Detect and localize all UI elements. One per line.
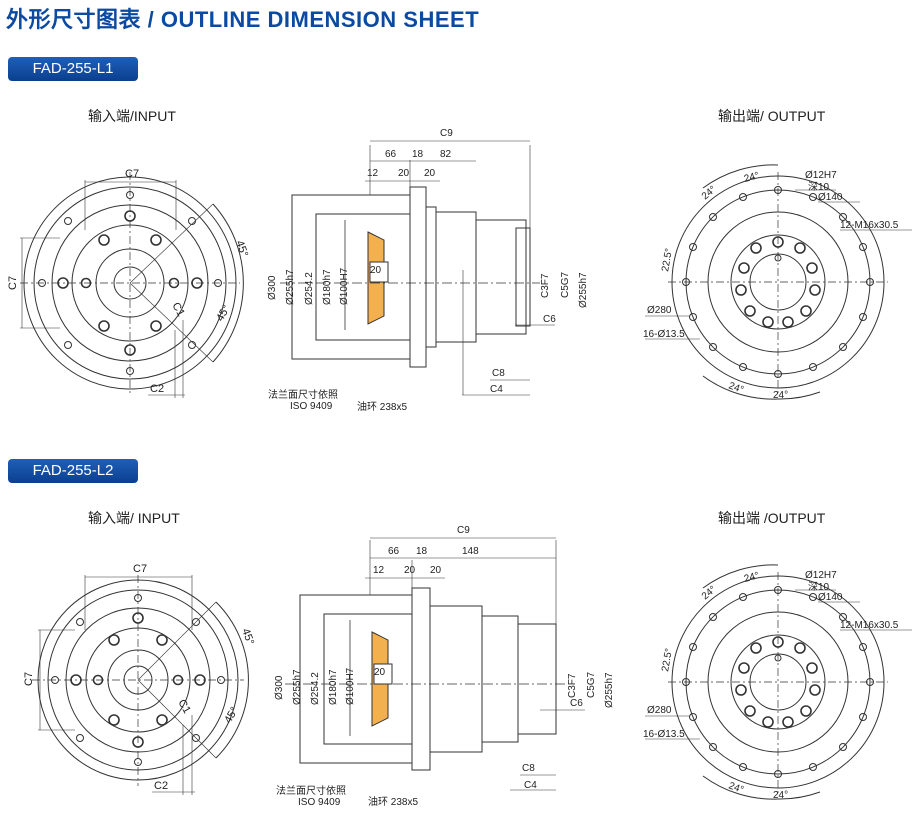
output-dims-l1: Ø12H7 深10 Ø140 12-M16x30.5 24° 24° 22.5°… — [643, 170, 899, 401]
dim-c3: C3F7 — [567, 673, 578, 698]
dim-c3: C3F7 — [540, 273, 551, 298]
dim-c4: C4 — [524, 780, 537, 791]
dim-d12h7: Ø12H7 — [805, 170, 837, 181]
page-title: 外形尺寸图表 / OUTLINE DIMENSION SHEET — [6, 7, 480, 32]
dim-a24-2: 24° — [743, 170, 760, 185]
dim-c8: C8 — [492, 368, 505, 379]
dim-d280: Ø280 — [647, 305, 672, 316]
dim-a24-2: 24° — [743, 570, 760, 585]
dim-c7-h: C7 — [125, 168, 139, 180]
dim-c6: C6 — [543, 314, 556, 325]
dim-a22: 22.5° — [660, 247, 675, 272]
dim-d12h7: Ø12H7 — [805, 570, 837, 581]
output-label-l1: 输出端/ OUTPUT — [718, 108, 826, 124]
dim-66: 66 — [388, 546, 400, 557]
dim-c2: C2 — [154, 780, 168, 792]
input-view-l2 — [32, 575, 249, 795]
dim-c8: C8 — [522, 763, 535, 774]
dim-18: 18 — [412, 149, 424, 160]
dim-c9: C9 — [457, 525, 470, 536]
input-label-l2: 输入端/ INPUT — [88, 510, 180, 526]
side-view-l1 — [280, 140, 555, 396]
model-badge-l1: FAD-255-L1 — [8, 57, 138, 81]
dim-c4: C4 — [490, 384, 503, 395]
dim-a24-3: 24° — [727, 780, 745, 796]
dim-angle-45: 45° — [233, 239, 250, 259]
output-dims-l2: Ø12H7 深10 Ø140 12-M16x30.5 24° 24° 22.5°… — [643, 570, 899, 801]
dim-a24-1: 24° — [700, 584, 719, 602]
dim-c7-v: C7 — [7, 276, 19, 290]
dim-c6: C6 — [570, 698, 583, 709]
dim-66: 66 — [385, 149, 397, 160]
dim-12: 12 — [367, 168, 379, 179]
dim-c5: C5G7 — [586, 671, 597, 698]
dim-c9: C9 — [440, 128, 453, 139]
dim-d280: Ø280 — [647, 705, 672, 716]
side-dims-l1: C9 66 18 82 12 20 20 20 Ø300 Ø255h7 Ø254… — [267, 128, 589, 413]
output-view-l2 — [645, 564, 912, 800]
input-view-l1 — [20, 172, 244, 398]
dim-d300: Ø300 — [267, 275, 278, 300]
dim-thread: 12-M16x30.5 — [840, 220, 899, 231]
dim-a24-4: 24° — [773, 390, 788, 401]
note-flange: 法兰面尺寸依照 — [276, 784, 346, 797]
dim-c2: C2 — [150, 383, 164, 395]
input-dims-l1: C7 C7 45° 45° C1 C2 — [7, 168, 250, 395]
dim-holes: 16-Ø13.5 — [643, 329, 685, 340]
dim-d180: Ø180h7 — [322, 269, 333, 305]
dim-20c: 20 — [374, 667, 386, 678]
input-label-l1: 输入端/INPUT — [88, 108, 176, 124]
note-oilring: 油环 238x5 — [368, 795, 418, 808]
dim-d100: Ø100H7 — [345, 667, 356, 705]
dim-d255h7b: Ø255h7 — [604, 672, 615, 708]
note-iso: ISO 9409 — [298, 797, 341, 808]
output-label-l2: 输出端 /OUTPUT — [718, 510, 826, 526]
dim-d100: Ø100H7 — [339, 267, 350, 305]
dim-d255h7: Ø255h7 — [285, 269, 296, 305]
output-view-l1 — [645, 164, 912, 400]
dim-20b: 20 — [430, 565, 442, 576]
dim-a22: 22.5° — [660, 647, 675, 672]
dim-c5: C5G7 — [560, 271, 571, 298]
side-view-l2 — [285, 537, 585, 791]
note-iso: ISO 9409 — [290, 401, 333, 412]
model-badge-l2: FAD-255-L2 — [8, 459, 138, 483]
dim-12: 12 — [373, 565, 385, 576]
note-flange: 法兰面尺寸依照 — [268, 388, 338, 401]
dim-82: 148 — [462, 546, 479, 557]
side-dims-l2: C9 66 18 148 12 20 20 20 Ø300 Ø255h7 Ø25… — [274, 525, 615, 808]
dim-a24-4: 24° — [773, 790, 788, 801]
dim-d300: Ø300 — [274, 675, 285, 700]
dim-d255h7b: Ø255h7 — [578, 272, 589, 308]
dim-angle-45: 45° — [239, 627, 256, 647]
dim-20c: 20 — [370, 265, 382, 276]
dim-82: 82 — [440, 149, 452, 160]
dim-20a: 20 — [398, 168, 410, 179]
dim-d254: Ø254.2 — [304, 272, 315, 305]
dim-angle-45b: 45° — [222, 705, 241, 725]
note-oilring: 油环 238x5 — [357, 400, 407, 413]
dim-d180: Ø180h7 — [328, 669, 339, 705]
dim-d254: Ø254.2 — [310, 672, 321, 705]
dim-depth: 深10 — [808, 581, 830, 593]
dim-20a: 20 — [404, 565, 416, 576]
dim-c7-h: C7 — [133, 563, 147, 575]
dim-20b: 20 — [424, 168, 436, 179]
dim-d255h7: Ø255h7 — [292, 669, 303, 705]
dim-d140: Ø140 — [818, 592, 843, 603]
dim-18: 18 — [416, 546, 428, 557]
dim-d140: Ø140 — [818, 192, 843, 203]
dim-depth: 深10 — [808, 181, 830, 193]
dim-c7-v: C7 — [23, 672, 35, 686]
dim-a24-3: 24° — [727, 380, 745, 396]
dim-holes: 16-Ø13.5 — [643, 729, 685, 740]
dim-thread: 12-M16x30.5 — [840, 620, 899, 631]
